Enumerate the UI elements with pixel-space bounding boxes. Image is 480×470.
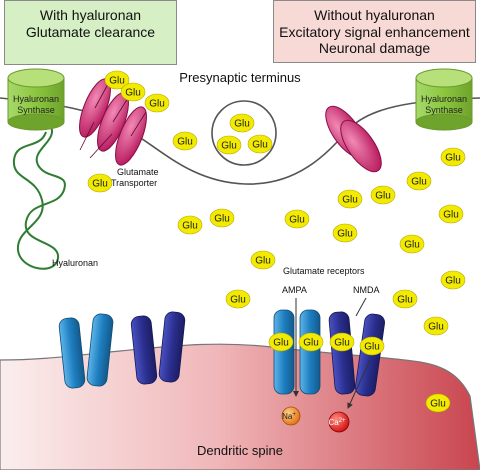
glutamate-molecule: Glu: [177, 215, 203, 235]
glutamate-label: Glu: [149, 99, 165, 110]
glutamate-molecule: Glu: [359, 336, 385, 356]
glutamate-receptors-label: Glutamate receptors: [283, 266, 365, 276]
glutamate-label: Glu: [428, 322, 444, 333]
glutamate-label: Glu: [109, 76, 125, 87]
ampa-receptor-bound: [273, 309, 321, 395]
glutamate-label: Glu: [289, 215, 305, 226]
glutamate-label: Glu: [125, 88, 141, 99]
glutamate-molecule: Glu: [399, 234, 425, 254]
glutamate-molecule: Glu: [229, 113, 255, 133]
glutamate-molecule: Glu: [298, 332, 324, 352]
glutamate-molecule: Glu: [225, 289, 251, 309]
glutamate-molecule: Glu: [247, 134, 273, 154]
glutamate-molecule: Glu: [438, 204, 464, 224]
calcium-ion-label: Ca2+: [328, 418, 346, 427]
presynaptic-terminus-label: Presynaptic terminus: [179, 70, 301, 85]
hyaluronan-label: Hyaluronan: [52, 258, 98, 268]
glutamate-label: Glu: [273, 338, 289, 349]
synthase-left-label-2: Synthase: [17, 105, 55, 115]
glutamate-molecule: Glu: [425, 393, 451, 413]
glutamate-molecule: Glu: [423, 316, 449, 336]
nmda-ion-arrow: [347, 359, 371, 409]
glutamate-molecule: Glu: [87, 173, 113, 193]
glutamate-label: Glu: [443, 210, 459, 221]
synthase-left-label-1: Hyaluronan: [13, 94, 59, 104]
synaptic-vesicle: [211, 100, 277, 166]
without-hyaluronan-title: Without hyaluronan: [314, 7, 435, 23]
glutamate-molecule: Glu: [144, 93, 170, 113]
transporter-label-1: Glutamate: [117, 167, 159, 177]
glutamate-label: Glu: [364, 342, 380, 353]
glutamate-label: Glu: [445, 153, 461, 164]
nmda-pointer-line: [355, 297, 367, 317]
glutamate-transporter-left: [79, 78, 147, 166]
with-hyaluronan-title: With hyaluronan: [39, 7, 142, 23]
glutamate-molecule: Glu: [120, 82, 146, 102]
calcium-ion: Ca2+: [328, 411, 350, 433]
hyaluronan-synthase-right: Hyaluronan Synthase: [415, 68, 473, 131]
without-hyaluronan-effect-1: Excitatory signal enhancement: [279, 24, 470, 40]
glutamate-label: Glu: [177, 137, 193, 148]
glutamate-molecule: Glu: [370, 185, 396, 205]
glutamate-molecule: Glu: [329, 332, 355, 352]
synthase-right-label-2: Synthase: [425, 105, 463, 115]
glutamate-label: Glu: [92, 179, 108, 190]
glutamate-transporter-right: [325, 105, 382, 173]
glutamate-label: Glu: [375, 191, 391, 202]
glutamate-label: Glu: [404, 240, 420, 251]
glutamate-label: Glu: [334, 338, 350, 349]
glutamate-label: Glu: [303, 338, 319, 349]
glutamate-molecule: Glu: [216, 135, 242, 155]
hyaluronan-chain: [12, 124, 66, 270]
nmda-label: NMDA: [353, 285, 380, 295]
glutamate-label: Glu: [252, 140, 268, 151]
glutamate-molecule: Glu: [268, 332, 294, 352]
ampa-label: AMPA: [282, 285, 307, 295]
sodium-ion-label: Na+: [282, 412, 296, 421]
glutamate-molecule: Glu: [172, 131, 198, 151]
glutamate-molecule: Glu: [332, 223, 358, 243]
glutamate-label: Glu: [337, 229, 353, 240]
glutamate-molecule: Glu: [284, 209, 310, 229]
glutamate-label: Glu: [445, 276, 461, 287]
glutamate-label: Glu: [182, 221, 198, 232]
with-hyaluronan-panel: With hyaluronan Glutamate clearance: [4, 0, 177, 65]
glutamate-label: Glu: [221, 141, 237, 152]
glutamate-molecule: Glu: [440, 147, 466, 167]
glutamate-molecule: Glu: [104, 70, 130, 90]
glutamate-label: Glu: [411, 177, 427, 188]
ampa-receptor-unbound: [58, 313, 114, 389]
with-hyaluronan-subtitle: Glutamate clearance: [25, 24, 156, 40]
nmda-receptor-unbound: [130, 311, 186, 385]
glutamate-molecule: Glu: [440, 270, 466, 290]
glutamate-label: Glu: [230, 295, 246, 306]
glutamate-label: Glu: [255, 256, 271, 267]
glutamate-label: Glu: [397, 295, 413, 306]
glutamate-label: Glu: [430, 399, 446, 410]
sodium-ion: Na+: [281, 406, 301, 426]
glutamate-molecule: Glu: [337, 189, 363, 209]
glutamate-label: Glu: [342, 195, 358, 206]
hyaluronan-synthase-left: Hyaluronan Synthase: [7, 68, 65, 131]
dendritic-spine-label: Dendritic spine: [197, 443, 283, 458]
glutamate-molecule: Glu: [209, 208, 235, 228]
glutamate-molecule: Glu: [392, 289, 418, 309]
glutamate-molecule: Glu: [250, 250, 276, 270]
synthase-right-label-1: Hyaluronan: [421, 94, 467, 104]
glutamate-label: Glu: [214, 214, 230, 225]
without-hyaluronan-panel: Without hyaluronan Excitatory signal enh…: [273, 0, 476, 63]
without-hyaluronan-effect-2: Neuronal damage: [318, 40, 431, 56]
glutamate-molecule: Glu: [406, 171, 432, 191]
glutamate-label: Glu: [234, 119, 250, 130]
transporter-label-2: Transporter: [111, 178, 157, 188]
